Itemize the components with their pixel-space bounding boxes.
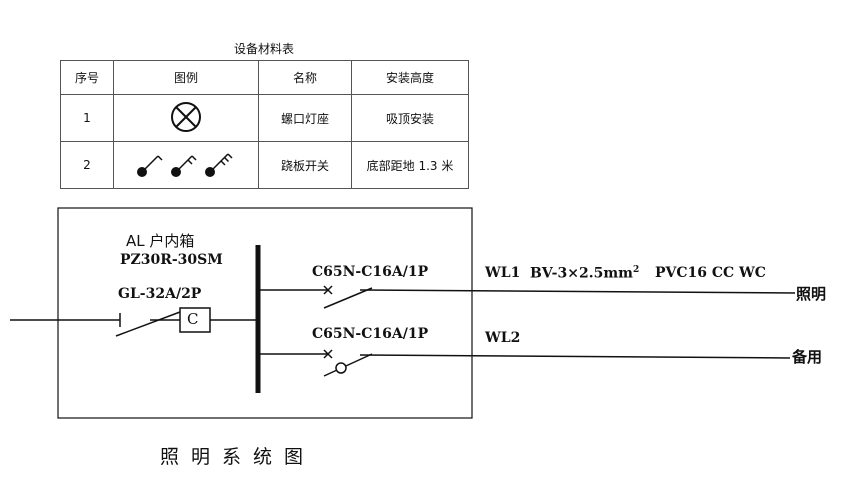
circuit2-outgoing-line [359, 354, 791, 359]
circuit1-cable-text: BV-3×2.5mm [530, 265, 633, 282]
switch-icons [113, 141, 259, 189]
switch-icons-svg [137, 152, 233, 177]
row-height: 底部距地 1.3 米 [351, 141, 469, 189]
distribution-box-outline [57, 207, 473, 419]
circuit1-use: 照明 [796, 285, 827, 303]
header-height: 安装高度 [351, 60, 469, 95]
circuit2-use: 备用 [792, 348, 823, 366]
lamp-holder-icon [113, 94, 259, 142]
header-no: 序号 [60, 60, 114, 95]
equipment-material-table: 序号 图例 名称 安装高度 1 螺口灯座 吸顶安装 2 [60, 60, 469, 189]
circuit2-breaker-circle [335, 362, 347, 374]
lamp-holder-icon-svg [171, 101, 201, 132]
circuit2-breaker-label: C65N-C16A/1P [312, 326, 429, 342]
header-legend: 图例 [113, 60, 259, 95]
main-breaker-label: GL-32A/2P [118, 286, 202, 302]
circuit1-cable: BV-3×2.5mm2 [530, 265, 639, 282]
circuit2-id: WL2 [485, 330, 521, 346]
triple-switch-icon [205, 152, 233, 177]
single-switch-icon [137, 154, 163, 177]
circuit1-cable-sup: 2 [632, 265, 640, 275]
table-title: 设备材料表 [233, 42, 294, 56]
circuit1-conduit: PVC16 CC WC [655, 265, 766, 281]
main-breaker-symbol: C [187, 310, 199, 328]
circuit2-breaker-blade [323, 353, 373, 377]
panel-label-line1: AL 户内箱 [126, 232, 195, 250]
main-breaker-blade [115, 311, 181, 337]
double-switch-icon [171, 154, 197, 177]
circuit1-breaker-blade [323, 287, 373, 309]
table-row: 2 [60, 141, 469, 189]
header-name: 名称 [258, 60, 352, 95]
panel-label-line2: PZ30R-30SM [120, 252, 223, 268]
circuit1-id: WL1 [485, 265, 521, 281]
circuit1-outgoing-line [359, 289, 796, 294]
diagram-title: 照明系统图 [160, 446, 316, 468]
row-name: 跷板开关 [258, 141, 352, 189]
circuit1-breaker-label: C65N-C16A/1P [312, 264, 429, 280]
main-breaker-c-box [179, 307, 211, 333]
table-header-row: 序号 图例 名称 安装高度 [60, 60, 469, 95]
